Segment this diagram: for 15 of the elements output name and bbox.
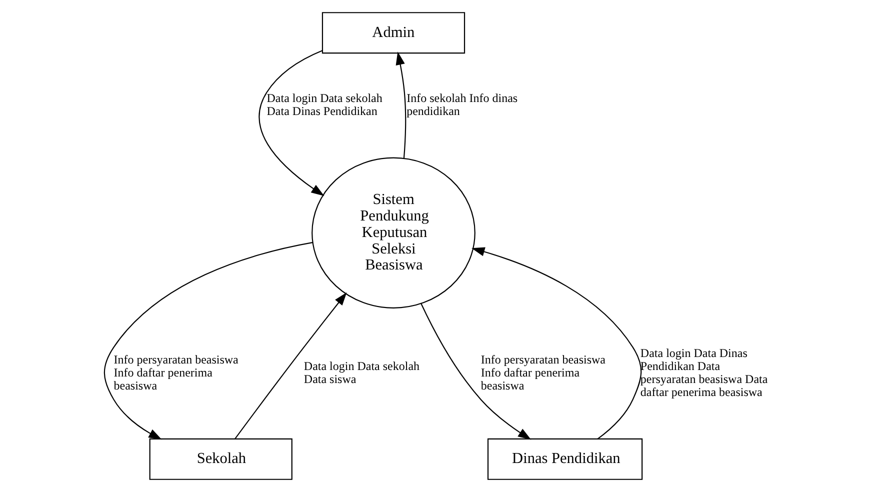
node-box: Dinas Pendidikan	[486, 438, 642, 480]
edge-label: Info persyaratan beasiswa Info daftar penerima beasiswa	[480, 352, 606, 393]
node-box: Admin	[321, 12, 465, 54]
arrow	[420, 303, 531, 440]
node-box: Sekolah	[148, 438, 292, 480]
arrow	[471, 247, 642, 440]
edge-label: Info sekolah Info dinas pendidikan	[406, 91, 518, 118]
arrow	[258, 50, 324, 196]
arrow	[234, 292, 346, 440]
edge-label: Data login Data sekolah Data Dinas Pendidikan	[266, 91, 382, 118]
edge-label: Info persyaratan beasiswa Info daftar penerima beasiswa	[113, 352, 238, 393]
edge-label: Data login Data sekolah Data siswa	[303, 358, 420, 386]
arrow	[395, 52, 406, 158]
edge-label: Data login Data Dinas Pendidikan Data persyaratan beasiswa Data daftar penerima beasiswa	[640, 346, 768, 400]
arrow	[103, 242, 313, 440]
